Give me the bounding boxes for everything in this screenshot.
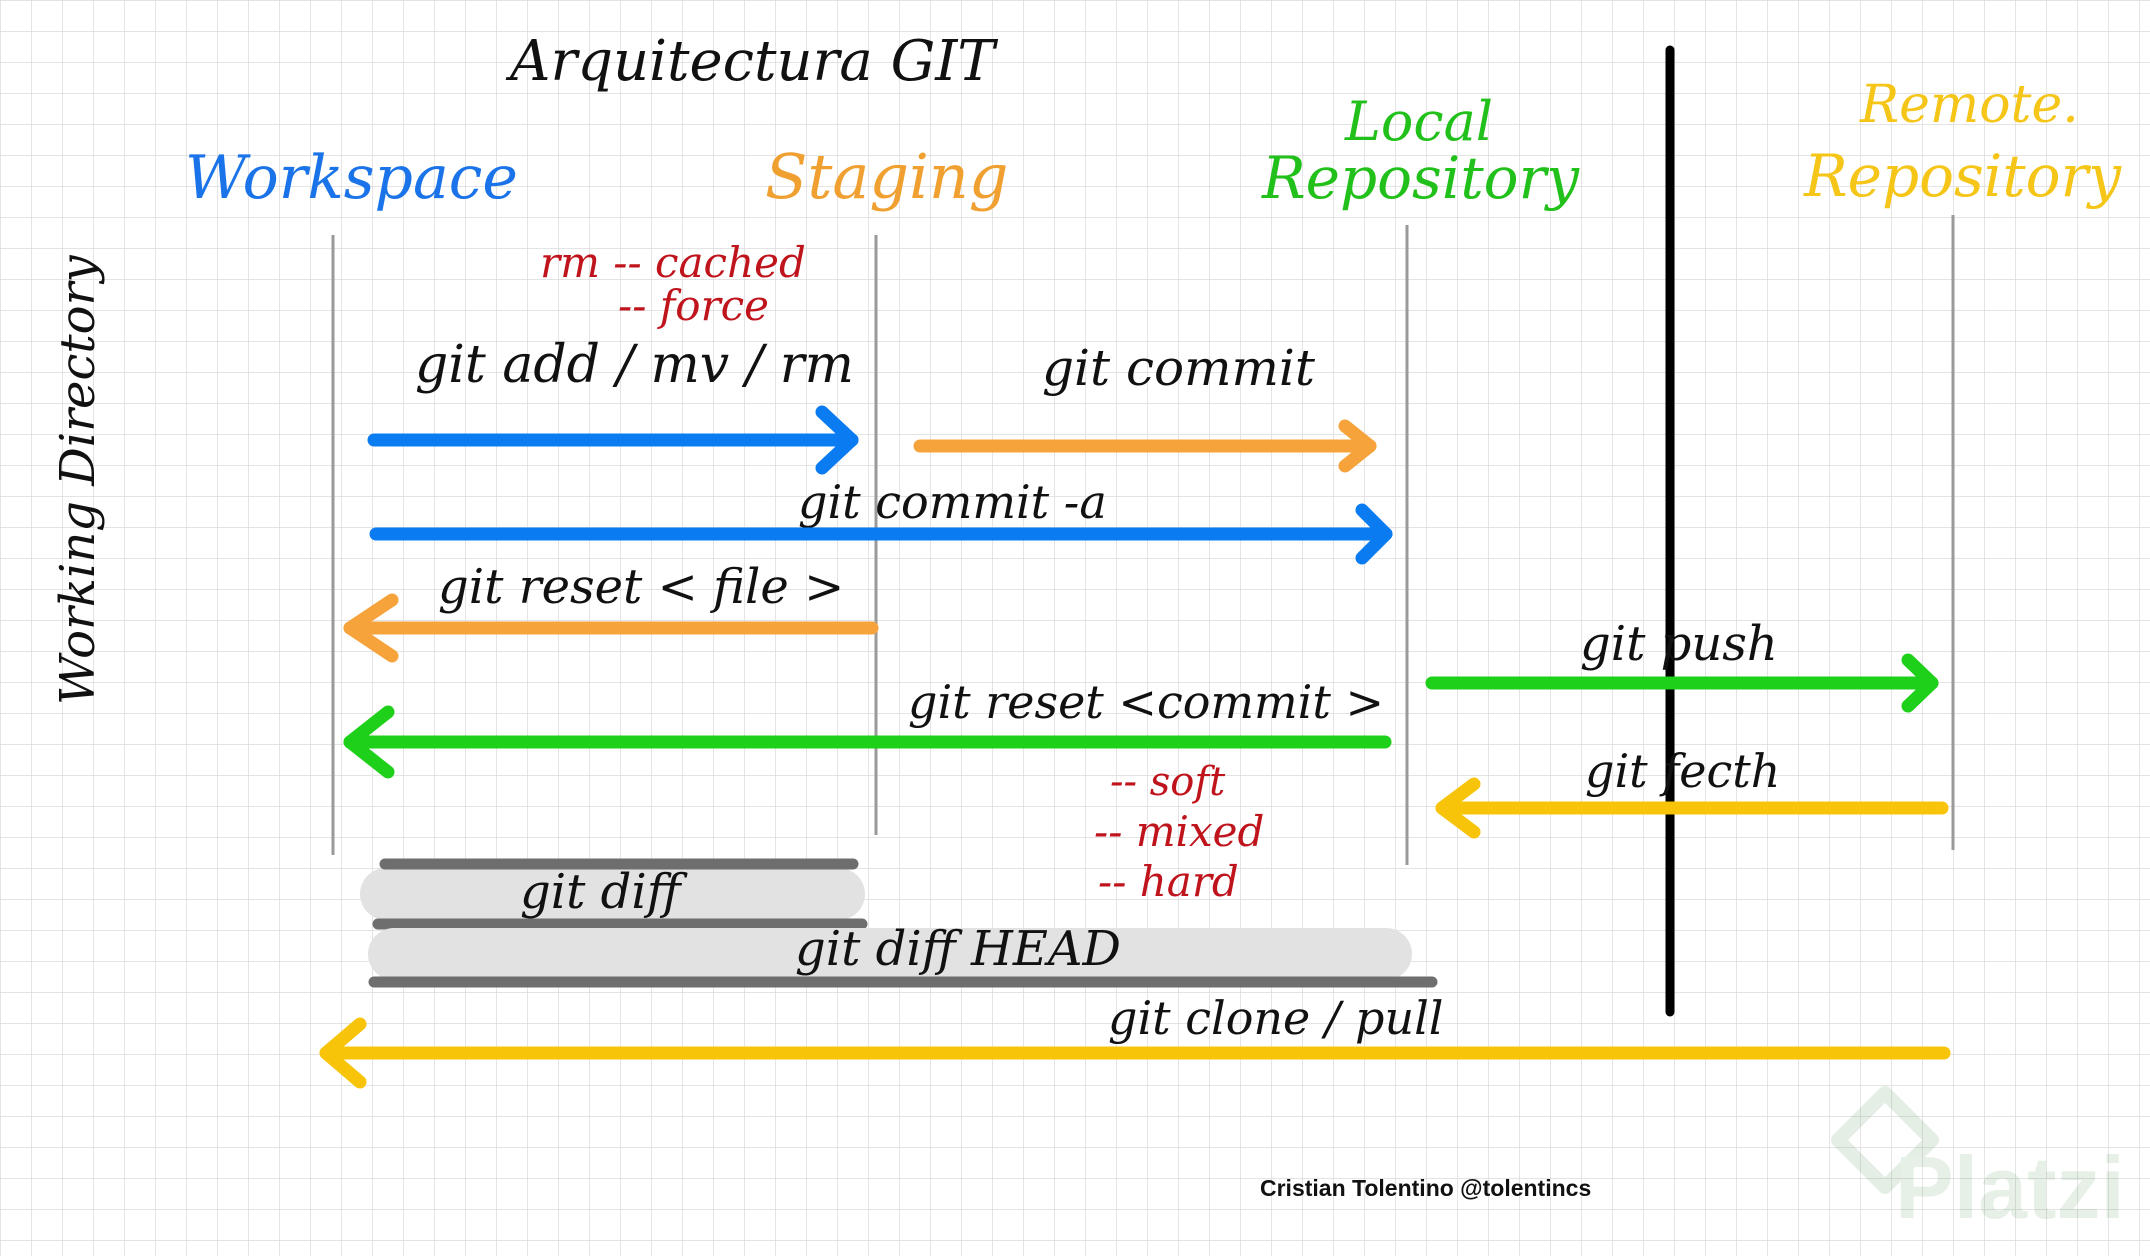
git-commit-a-arrow	[369, 503, 1393, 565]
rm-force-note: -- force	[618, 281, 769, 330]
git-reset-file-label: git reset < file >	[438, 559, 844, 615]
remote-header-line2: Repository	[1803, 142, 2122, 210]
git-diff-head-label: git diff HEAD	[795, 921, 1121, 977]
workspace-header: Workspace	[185, 143, 518, 213]
platzi-watermark: Platzi	[1831, 1086, 2125, 1237]
local-header-line1: Local	[1344, 90, 1493, 153]
reset-mixed-note: -- mixed	[1094, 807, 1264, 856]
working-directory-label: Working Directory	[50, 255, 106, 705]
local-header-line2: Repository	[1261, 144, 1580, 212]
git-commit-a-label: git commit -a	[798, 475, 1107, 529]
git-push-arrow	[1425, 653, 1939, 713]
git-commit-arrow	[913, 419, 1377, 473]
git-add-arrow	[367, 405, 859, 475]
git-reset-commit-label: git reset <commit >	[908, 675, 1384, 729]
reset-hard-note: -- hard	[1098, 857, 1239, 906]
diagram-title: Arquitectura GIT	[505, 29, 998, 94]
git-add-label: git add / mv / rm	[415, 335, 854, 395]
git-reset-commit-arrow	[343, 705, 1392, 779]
remote-header-line1: Remote.	[1859, 75, 2079, 135]
git-commit-label: git commit	[1042, 339, 1316, 397]
git-diff-band	[360, 858, 868, 930]
reset-soft-note: -- soft	[1110, 759, 1226, 805]
git-fetch-arrow	[1435, 777, 1949, 839]
platzi-watermark-text: Platzi	[1895, 1138, 2125, 1237]
author-credit: Cristian Tolentino @tolentincs	[1260, 1175, 1591, 1201]
git-fetch-label: git fecth	[1585, 744, 1780, 798]
platzi-logo-icon	[1831, 1086, 1939, 1194]
git-push-label: git push	[1580, 616, 1778, 672]
git-clone-pull-arrow	[319, 1017, 1951, 1089]
rm-cached-note: rm -- cached	[540, 238, 806, 287]
git-reset-file-arrow	[343, 593, 879, 663]
git-diff-label: git diff	[520, 864, 688, 920]
git-clone-pull-label: git clone / pull	[1108, 991, 1444, 1045]
staging-header: Staging	[765, 140, 1009, 213]
git-diff-head-band	[368, 928, 1438, 988]
